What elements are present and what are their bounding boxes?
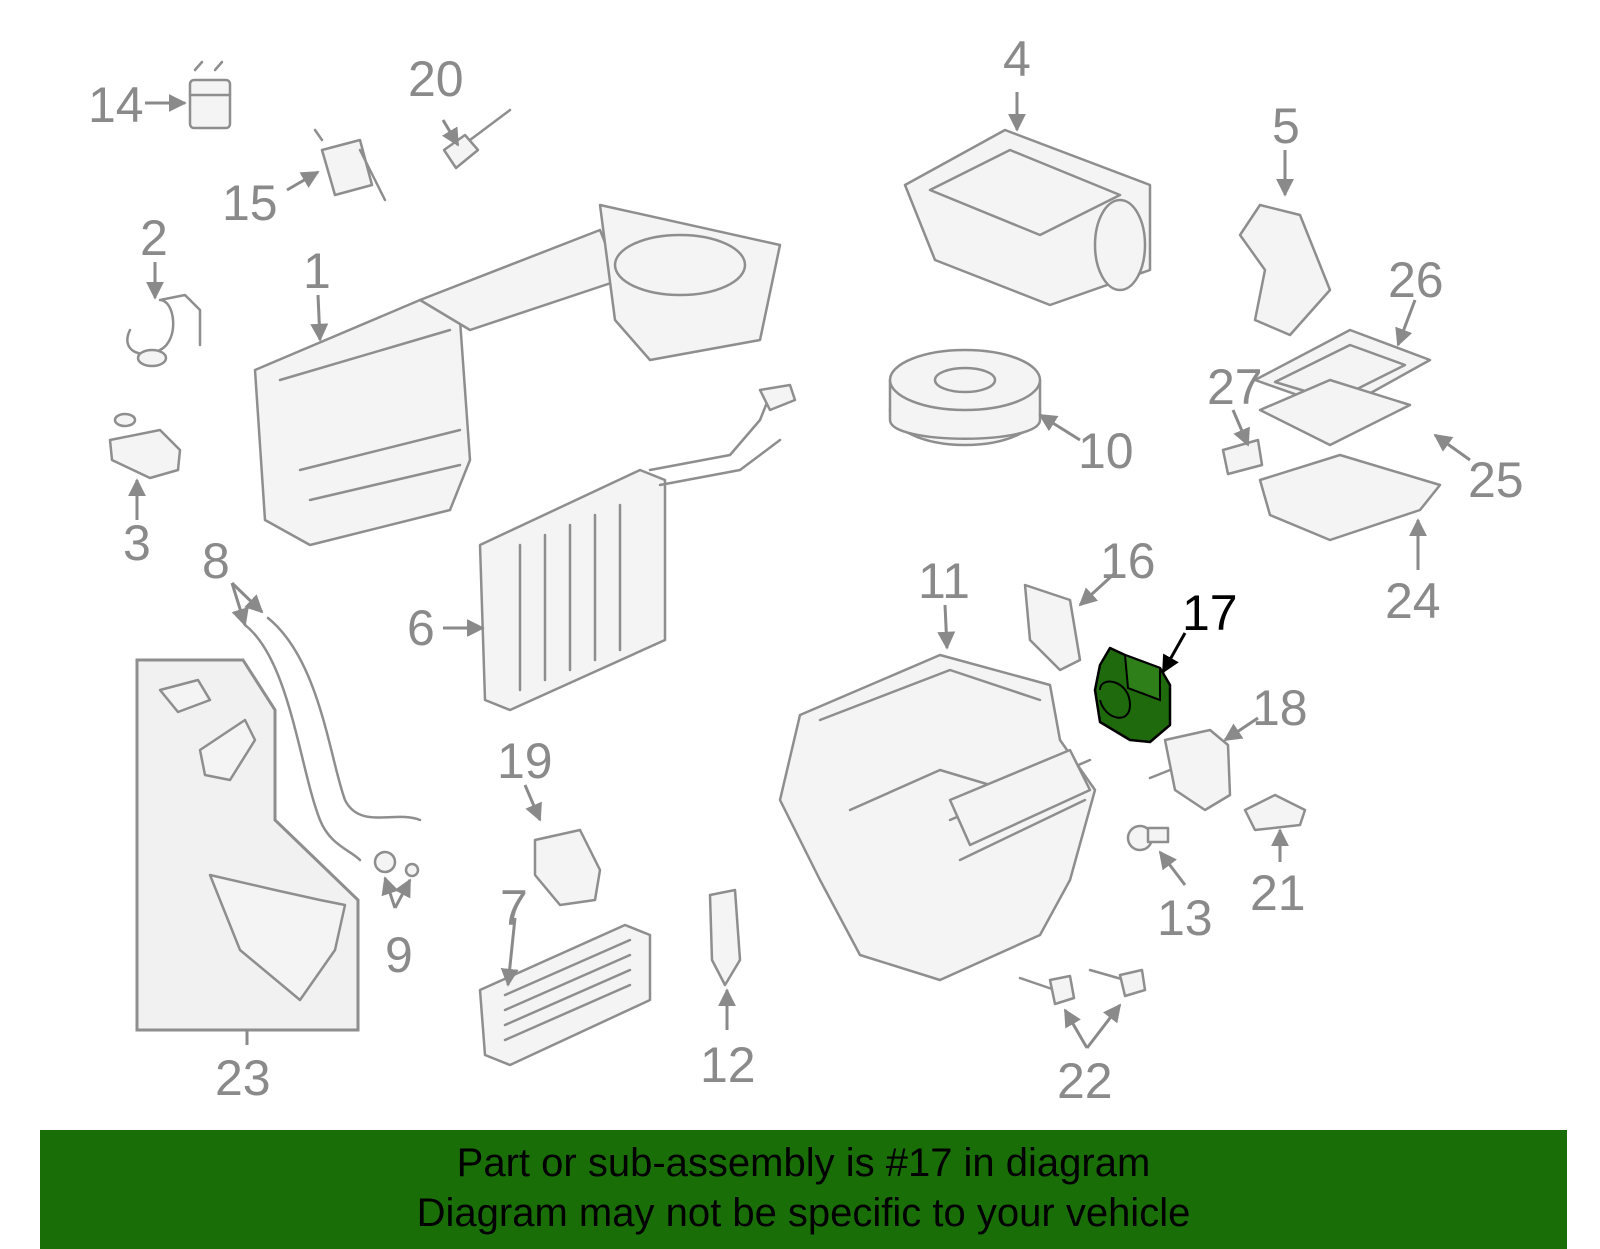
part-12-sensor	[708, 888, 742, 987]
callout-27: 27	[1207, 359, 1263, 415]
part-4-duct	[903, 128, 1152, 307]
part-6-evaporator	[478, 383, 797, 712]
callout-25: 25	[1468, 452, 1524, 508]
callout-7: 7	[500, 880, 528, 936]
part-25-filter	[1258, 378, 1412, 447]
callout-10: 10	[1078, 423, 1134, 479]
info-banner: Part or sub-assembly is #17 in diagram D…	[40, 1130, 1567, 1249]
callout-6: 6	[407, 600, 435, 656]
part-19-actuator	[533, 828, 602, 907]
callout-16: 16	[1100, 533, 1156, 589]
callout-19: 19	[497, 733, 553, 789]
callout-8: 8	[202, 533, 230, 589]
callout-24: 24	[1385, 573, 1441, 629]
callout-5: 5	[1272, 98, 1300, 154]
callout-15: 15	[222, 175, 278, 231]
part-21-sensor	[1243, 793, 1307, 832]
part-3-fitting	[108, 412, 182, 480]
part-15-module	[313, 128, 387, 202]
callout-1: 1	[303, 243, 331, 299]
part-1-housing	[253, 203, 782, 547]
callout-4: 4	[1003, 31, 1031, 87]
part-23-group-box	[135, 658, 360, 1032]
callout-labels: 14 20 4 15 2 1 5 26 27 10 25 3 24 8 16 1…	[88, 31, 1524, 1109]
callout-22: 22	[1057, 1053, 1113, 1109]
callout-26: 26	[1388, 252, 1444, 308]
callout-21: 21	[1250, 865, 1306, 921]
part-17-actuator-highlighted	[1093, 646, 1172, 744]
callout-14: 14	[88, 77, 144, 133]
part-7-heater-core	[478, 923, 652, 1067]
part-27-clip	[1221, 438, 1264, 476]
callout-20: 20	[408, 51, 464, 107]
part-14-relay	[188, 60, 232, 130]
parts-diagram: 14 20 4 15 2 1 5 26 27 10 25 3 24 8 16 1…	[88, 31, 1524, 1109]
part-24-filter-housing	[1258, 453, 1442, 542]
callout-11: 11	[918, 553, 970, 609]
callout-23: 23	[215, 1050, 271, 1106]
part-2-hose	[126, 293, 202, 368]
part-22-sensors	[1018, 968, 1147, 1006]
leader-lines	[128, 92, 1471, 1049]
banner-line-2: Diagram may not be specific to your vehi…	[416, 1191, 1191, 1235]
callout-17: 17	[1182, 585, 1238, 641]
part-10-blower-motor	[888, 348, 1042, 447]
part-13-sensor	[1126, 824, 1170, 852]
callout-9: 9	[385, 927, 413, 983]
part-9-orings	[373, 850, 420, 878]
callout-13: 13	[1157, 890, 1213, 946]
callout-2: 2	[140, 210, 168, 266]
part-8-tubes	[243, 616, 422, 862]
part-5-bracket	[1238, 203, 1332, 337]
part-11-hvac-case	[778, 653, 1097, 982]
part-18-actuator	[1148, 728, 1232, 812]
part-23-insulation-set	[158, 678, 347, 1002]
callout-12: 12	[700, 1037, 756, 1093]
callout-18: 18	[1252, 680, 1308, 736]
part-16-actuator-bracket	[1023, 583, 1082, 672]
callout-3: 3	[123, 515, 151, 571]
banner-line-1: Part or sub-assembly is #17 in diagram	[456, 1141, 1151, 1185]
